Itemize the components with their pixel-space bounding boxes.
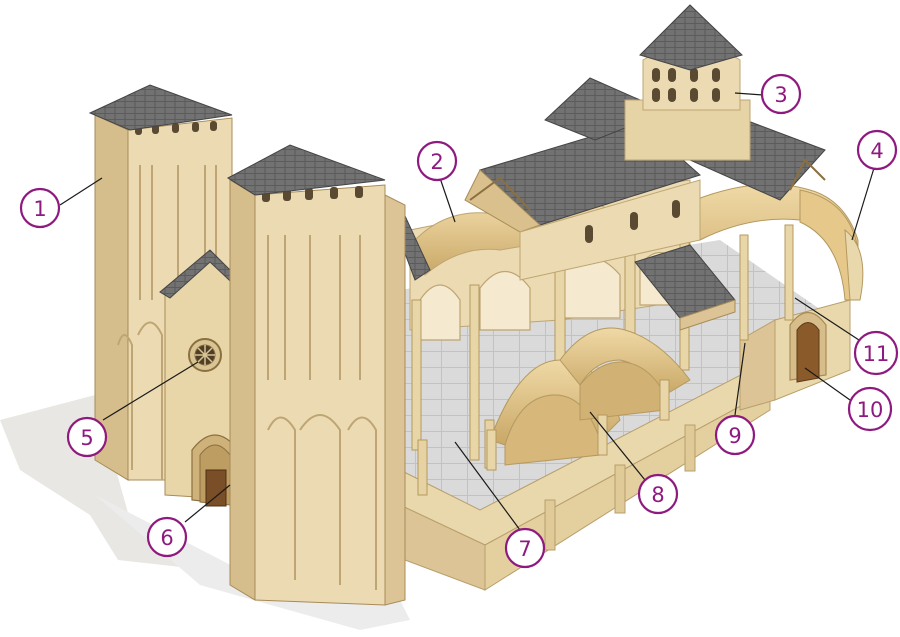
callout-4: 4 <box>856 129 898 171</box>
callout-11-label: 11 <box>863 342 890 366</box>
callout-8: 8 <box>637 473 679 515</box>
leader-6 <box>184 484 231 523</box>
callout-3: 3 <box>760 73 802 115</box>
leader-3 <box>734 92 764 96</box>
leader-lines <box>59 92 875 531</box>
callout-3-label: 3 <box>774 83 787 107</box>
groin-vaults <box>489 327 691 466</box>
callout-7-label: 7 <box>518 537 531 561</box>
callout-2-label: 2 <box>430 150 443 174</box>
callout-9-label: 9 <box>728 424 741 448</box>
leader-8 <box>589 411 646 481</box>
callout-1: 1 <box>19 187 61 229</box>
callout-7: 7 <box>504 527 546 569</box>
callout-11: 11 <box>853 330 899 376</box>
callout-10: 10 <box>847 386 893 432</box>
callout-5-label: 5 <box>80 426 93 450</box>
leader-9 <box>734 342 746 416</box>
central-gable <box>159 249 246 507</box>
leader-2 <box>439 177 456 223</box>
west-facade <box>88 84 406 606</box>
lantern-tower <box>639 4 743 111</box>
callout-6-label: 6 <box>160 526 173 550</box>
roofs <box>384 77 826 331</box>
leader-5 <box>102 361 199 421</box>
leader-7 <box>454 441 521 531</box>
callout-1-label: 1 <box>33 197 46 221</box>
callout-6: 6 <box>146 516 188 558</box>
leader-11 <box>794 297 863 343</box>
leader-1 <box>59 177 103 206</box>
callout-9: 9 <box>714 414 756 456</box>
callout-10-label: 10 <box>857 398 884 422</box>
callouts: 1 2 3 4 5 6 7 8 9 10 11 <box>19 73 899 569</box>
side-portal <box>789 311 827 383</box>
leader-10 <box>804 367 851 401</box>
callout-5: 5 <box>66 416 108 458</box>
callout-8-label: 8 <box>651 483 664 507</box>
callout-2: 2 <box>416 140 458 182</box>
leader-4 <box>851 167 875 241</box>
south-tower <box>227 144 386 606</box>
callout-4-label: 4 <box>870 139 883 163</box>
